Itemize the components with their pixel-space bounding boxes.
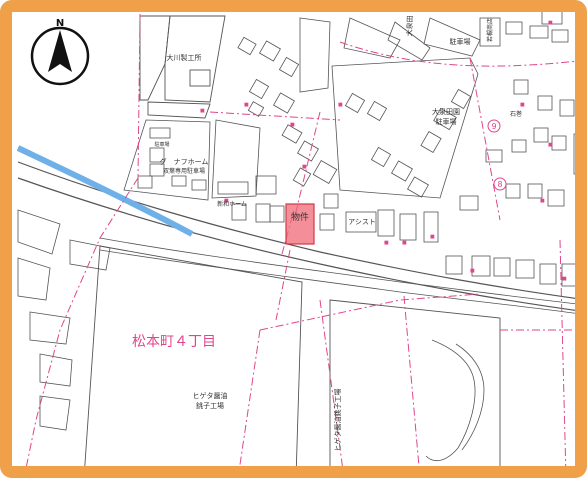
subject-property-shape[interactable] (285, 203, 315, 245)
okawa-factory-label: 大川製工所 (167, 53, 202, 62)
house-block-center (237, 17, 339, 209)
svg-text:■: ■ (430, 234, 435, 240)
svg-text:■: ■ (470, 268, 475, 274)
svg-text:■: ■ (562, 276, 567, 282)
north-arrow-label: N (56, 18, 64, 29)
higeta-label-2: 銚子工場 (196, 401, 224, 410)
route-8-label: 8 (497, 180, 502, 189)
wakamatsu-label: 若槻商店 (486, 18, 494, 42)
svg-text:■: ■ (338, 102, 343, 108)
river (16, 145, 194, 237)
svg-text:■: ■ (548, 142, 553, 148)
svg-text:■: ■ (548, 20, 553, 26)
ootaki-label: 大泉田園 (432, 107, 460, 116)
small-parking-label: 駐車場 (154, 141, 169, 148)
svg-text:■: ■ (302, 164, 307, 170)
svg-text:■: ■ (290, 122, 295, 128)
svg-text:■: ■ (402, 240, 407, 246)
house-block-right (331, 57, 479, 199)
district-boundaries (23, 13, 587, 478)
house-block-left (123, 119, 285, 223)
svg-text:■: ■ (540, 198, 545, 204)
route-8-marker: 8 (493, 177, 507, 191)
daito-parking-label-2: 駐車場 (450, 37, 471, 46)
factory-block (139, 15, 226, 119)
lot-number-marks: ■ ■ ■ ■ ■ ■ ■ ■ ■ ■ ■ ■ ■ ■ ■ (200, 20, 567, 282)
ootaki-label-2: 駐車場 (436, 117, 457, 126)
house-block-top-right (343, 9, 569, 61)
district-label: 松本町４丁目 (132, 334, 216, 350)
higeta-vertical-label: ヒゲタ醤油銚子工場 (333, 389, 342, 452)
subject-property-label: 物件 (291, 211, 309, 223)
subject-property[interactable]: 物件 (285, 203, 315, 245)
svg-text:■: ■ (384, 240, 389, 246)
svg-text:■: ■ (244, 102, 249, 108)
higeta-label: ヒゲタ醤油 (193, 391, 228, 400)
route-9-marker: 9 (487, 119, 501, 133)
shin-home-label: 新和ホーム (217, 200, 247, 208)
north-arrow-icon (48, 30, 72, 72)
svg-text:■: ■ (520, 102, 525, 108)
home-parking-label: グ ナフホーム (160, 157, 209, 166)
north-arrow: N (30, 18, 90, 86)
home-parking-label-2: 双葉専用駐車場 (163, 167, 205, 175)
assist-label: アシスト (348, 218, 376, 226)
svg-text:■: ■ (200, 108, 205, 114)
iseki-label: 石巻 (510, 110, 522, 118)
daito-parking-label: 大泉田 (405, 15, 415, 36)
svg-text:■: ■ (224, 198, 229, 204)
factory-large (83, 245, 501, 478)
house-block-left-bottom (17, 209, 111, 431)
route-9-label: 9 (491, 122, 496, 131)
